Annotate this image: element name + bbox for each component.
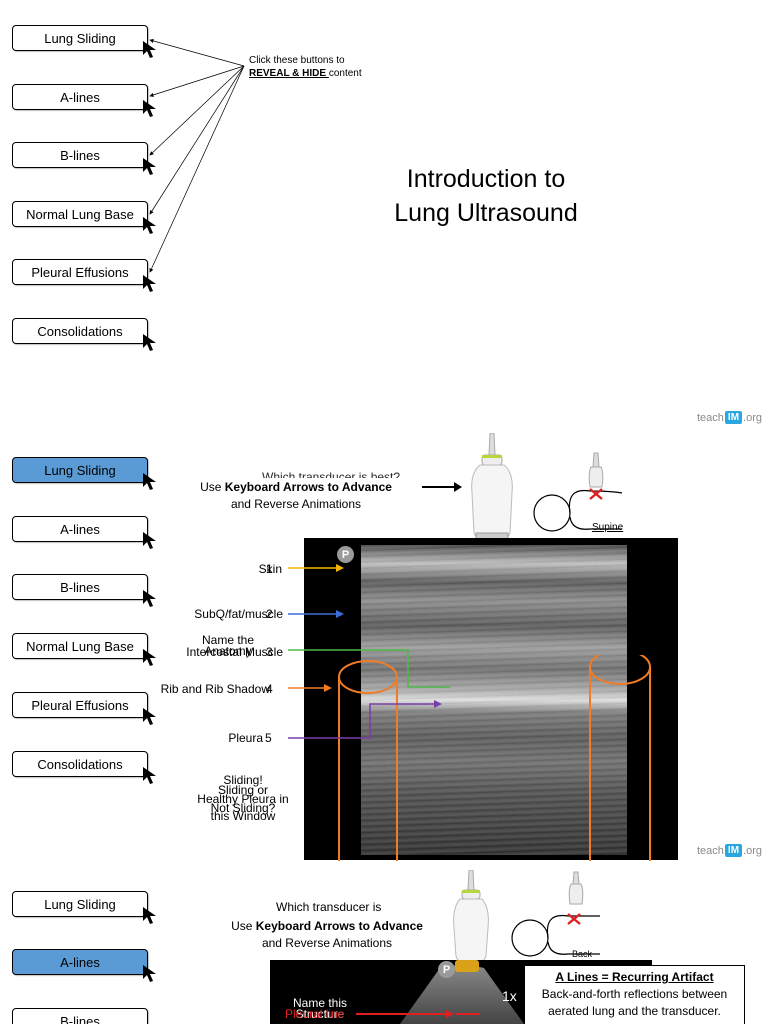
nav-a-lines-button[interactable]: A-lines <box>12 949 148 975</box>
nav-consolidations-button[interactable]: Consolidations <box>12 318 148 344</box>
nav-pleural-effusions-button[interactable]: Pleural Effusions <box>12 692 148 718</box>
a-lines-info-box: A Lines = Recurring Artifact Back-and-fo… <box>524 965 745 1024</box>
ultrasound-sector <box>400 960 524 1024</box>
nav-pleural-effusions-button[interactable]: Pleural Effusions <box>12 259 148 285</box>
anatomy-label-intercostal: Intercostal Muscle <box>186 645 283 659</box>
sliding-question-line2: Not Sliding? <box>210 801 276 815</box>
sliding-answer-line2: this Window <box>210 809 276 823</box>
reveal-hint-text: Click these buttons to REVEAL & HIDE con… <box>249 55 362 79</box>
depth-label: 1x <box>502 988 517 1004</box>
advance-arrow-icon <box>422 482 462 492</box>
rib-outlines <box>338 655 651 861</box>
nav-a-lines-button[interactable]: A-lines <box>12 516 148 542</box>
slide-intro: Lung Sliding A-lines B-lines Normal Lung… <box>0 0 768 433</box>
probe-marker-badge: P <box>438 961 455 978</box>
patient-position-sketch <box>511 871 600 957</box>
keyboard-instructions: Use Keyboard Arrows to Advance and Rever… <box>200 480 392 511</box>
position-label: Back <box>572 949 593 958</box>
ultrasound-scan-area <box>361 545 627 855</box>
anatomy-label-subq: SubQ/fat/muscle <box>194 607 283 621</box>
linear-transducer-icon <box>471 433 513 544</box>
position-label: Supine <box>592 522 624 533</box>
pleural-line-arrow <box>356 1010 480 1018</box>
sliding-question-line1: Sliding or <box>217 783 269 797</box>
page-title: Introduction to Lung Ultrasound <box>394 165 578 227</box>
nav-b-lines-button[interactable]: B-lines <box>12 1008 148 1024</box>
pleural-line-label: Pleural line <box>285 1007 345 1021</box>
nav-lung-sliding-button[interactable]: Lung Sliding <box>12 457 148 483</box>
anatomy-number: 3 <box>266 645 273 659</box>
anatomy-label-skin: Skin <box>258 562 282 576</box>
anatomy-number: 4 <box>266 682 273 696</box>
slide-lung-sliding: Lung Sliding A-lines B-lines Normal Lung… <box>0 433 768 866</box>
nav-normal-lung-base-button[interactable]: Normal Lung Base <box>12 633 148 659</box>
name-anatomy-prompt: Name the Anatomy <box>201 633 255 658</box>
probe-marker-badge: P <box>337 546 354 563</box>
anatomy-number: 1 <box>266 562 273 576</box>
nav-lung-sliding-button[interactable]: Lung Sliding <box>12 25 148 51</box>
transducer-question: Which transducer is <box>276 900 382 914</box>
slide-a-lines: Lung Sliding A-lines B-lines Which trans… <box>0 866 768 1024</box>
anatomy-number: 5 <box>265 731 272 745</box>
keyboard-instructions: Use Keyboard Arrows to Advance and Rever… <box>231 919 423 950</box>
anatomy-label-rib: Rib and Rib Shadow <box>160 682 270 696</box>
nav-normal-lung-base-button[interactable]: Normal Lung Base <box>12 201 148 227</box>
nav-a-lines-button[interactable]: A-lines <box>12 84 148 110</box>
name-structure-prompt: Name this Structure <box>292 996 348 1021</box>
anatomy-label-pleura: Pleura <box>228 731 263 745</box>
nav-lung-sliding-button[interactable]: Lung Sliding <box>12 891 148 917</box>
ghost-heading: Which transducer is best? <box>262 470 401 478</box>
sliding-answer-title: Sliding! <box>223 773 263 787</box>
sliding-answer-line1: Healthy Pleura in <box>197 792 289 806</box>
curvilinear-transducer-icon <box>453 870 489 965</box>
anatomy-number: 2 <box>266 607 273 621</box>
nav-b-lines-button[interactable]: B-lines <box>12 142 148 168</box>
nav-b-lines-button[interactable]: B-lines <box>12 574 148 600</box>
patient-position-sketch <box>533 452 623 532</box>
nav-consolidations-button[interactable]: Consolidations <box>12 751 148 777</box>
